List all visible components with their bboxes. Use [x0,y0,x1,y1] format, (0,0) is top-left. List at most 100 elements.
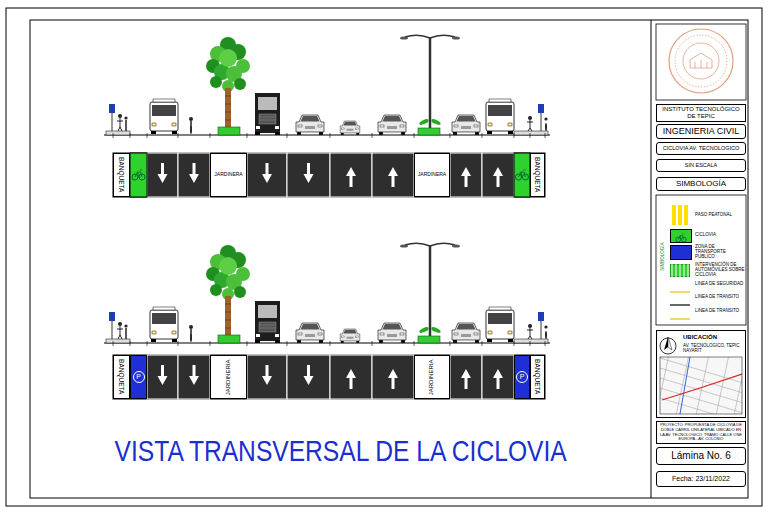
logo-seal [683,43,719,79]
location-map [680,357,690,414]
legend-sample [688,264,689,277]
legend-sample [672,205,676,225]
bike-icon [676,234,686,242]
legend-sample [684,205,688,225]
location-map [660,357,742,414]
planter-cell-text: JARDINERIA [225,359,232,395]
parking-cell: P [514,355,530,399]
sidewalk-cell-text: BANQUETA [118,359,125,394]
legend-frame [656,195,746,325]
legend-sample [670,264,690,277]
legend-entry: LINEA DE TRANSITO [670,308,746,314]
map-frame [660,357,742,414]
legend-text: INTERVENCIÓN DE AUTOMÓVILES SOBRE CICLOV… [695,262,746,278]
legend-text: LINEA DE SEGURIDAD [695,281,746,286]
legend-text: LINEA DE TRANSITO [695,308,746,313]
bike-lane-cells [514,153,530,197]
legend-sample [670,302,690,308]
legend-side-label: SIMBOLOGÍA [657,232,667,282]
parking-cell: P [130,355,147,399]
planter-cell: JARDINERA [210,153,247,197]
sidewalk-cell: BANQUETA [113,153,130,197]
north-arrow [664,337,668,350]
scale-box-text: SIN ESCALA [685,162,717,168]
project-name-box-text: CICLOVIA AV. TECNOLOGICO [663,145,740,151]
lane-strip [113,355,545,399]
legend-sample [670,291,690,292]
legend-entry: LINEA DE SEGURIDAD [670,281,746,287]
bike-lane-cells [516,170,529,180]
legend-sample [670,264,690,277]
legend-entry: ZONA DE TRANSPORTE PUBLICO [670,245,746,258]
location-box: UBICACIÓN AV. TECNOLOGICO, TEPIC NAYARIT [656,330,746,418]
legend-text: CICLOVIA [695,232,746,237]
legend-swatch [670,205,690,225]
legend-sample [684,264,685,277]
parking-cell-text: P [516,371,528,383]
legend-title-box-text: SIMBOLOGÍA [676,179,726,188]
legend-text: PASO PEATONAL [695,212,746,217]
sidewalk-cell: BANQUETA [530,355,545,399]
legend-swatch [670,263,690,276]
north-arrow [668,337,672,350]
planter-cell-text: JARDINERA [214,172,242,178]
north-arrow [660,338,676,354]
drawing-title: VISTA TRANSVERSAL DE LA CICLOVIA [30,434,651,469]
legend-entry: CICLOVIA [670,229,746,241]
sidewalk-cell: BANQUETA [113,355,130,399]
location-box-text: UBICACIÓN [683,334,717,341]
legend-text: ZONA DE TRANSPORTE PUBLICO [695,244,746,260]
parking-cell-text: P [133,371,145,383]
legend-swatch [670,308,690,314]
bike-lane-cells [130,153,530,197]
legend-sample [670,304,690,305]
sidewalk-cell-text: BANQUETA [118,157,125,192]
planter-cell: JARDINERIA [414,355,450,399]
outer-frame [6,8,762,506]
lane-strip [113,153,545,197]
legend-sample [670,289,690,295]
legend-entry: PASO PEATONAL [670,205,746,225]
scale-box: SIN ESCALA [656,159,746,172]
bike-lane-cells [132,170,145,180]
career-box-text: INGENIERIA CIVIL [663,126,740,136]
sidewalk-cell: BANQUETA [530,153,545,197]
date-box-text: Fecha: 23/11/2022 [672,475,730,483]
location-map [662,374,742,400]
legend-sample [680,264,681,277]
logo-seal [656,24,746,100]
street-section [104,35,550,138]
street-section [104,243,550,346]
legend-swatch [670,281,690,287]
planter-cell-text: JARDINERIA [429,359,436,395]
location-map [660,357,742,414]
legend-swatch [670,294,690,300]
legend-entry: INTERVENCIÓN DE AUTOMÓVILES SOBRE CICLOV… [670,263,746,276]
planter-cell: JARDINERA [414,153,450,197]
legend-text: LINEA DE TRANSITO [695,294,746,299]
legend-sample [676,264,677,277]
institution-box: INSTITUTO TECNOLÓGICO DE TEPIC [656,104,746,122]
logo-seal [669,29,733,93]
legend-entry: LINEA DE TRANSITO [670,294,746,300]
sheet-number-box: Lámina No. 6 [656,447,746,465]
legend-sample [670,318,690,319]
inner-frame [30,20,748,498]
logo-seal [675,35,727,87]
bike-icon [671,232,691,244]
legend-sample [670,316,690,322]
legend-swatch [670,245,692,260]
sidewalk-cell-text: BANQUETA [534,359,541,394]
legend-sample [672,264,673,277]
logo-seal [656,24,746,100]
bike-lane-cells [130,153,147,197]
institution-box-text: INSTITUTO TECNOLÓGICO DE TEPIC [659,106,743,120]
location-map [660,357,742,414]
location-box-text: AV. TECNOLOGICO, TEPIC NAYARIT [683,343,743,353]
legend-sample [678,205,682,225]
legend-swatch [670,229,692,243]
sheet-number-box-text: Lámina No. 6 [671,450,730,462]
planter-cell-text: JARDINERA [418,172,446,178]
north-arrow [660,337,676,354]
sidewalk-cell-text: BANQUETA [534,157,541,192]
